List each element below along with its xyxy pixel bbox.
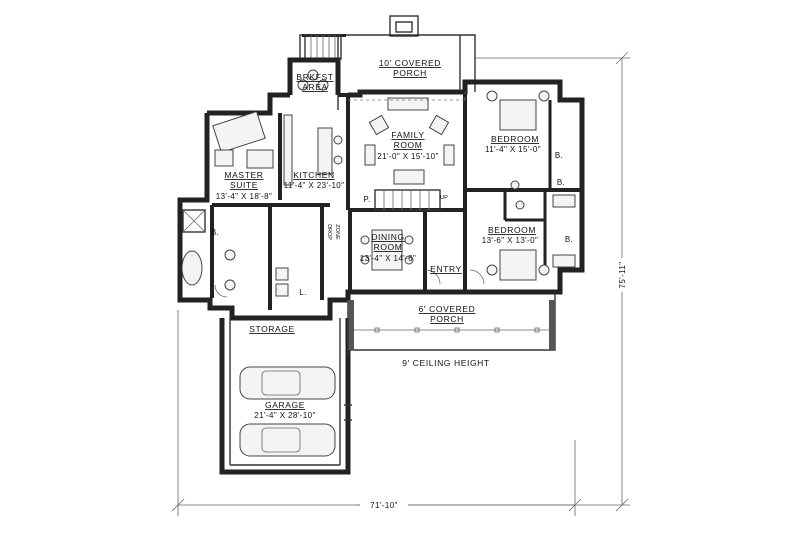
breakfast-label-1: BRKFST — [296, 72, 333, 82]
laundry-label: L. — [299, 288, 306, 297]
drop-zone-label-1: DROP — [326, 224, 332, 240]
depth-dimension: 75'-11" — [618, 261, 627, 288]
front-porch-label-1: 6' COVERED — [419, 304, 476, 314]
bedroom-2-label: BEDROOM — [488, 225, 536, 235]
dining-room-label-1: DINING — [371, 232, 404, 242]
bedroom-2-size: 13'-6" X 13'-0" — [482, 236, 539, 245]
rear-porch-label-1: 10' COVERED — [379, 58, 441, 68]
bath-2-label: B. — [557, 178, 565, 187]
width-dimension: 71'-10" — [370, 501, 398, 510]
bath-1-label: B. — [555, 151, 563, 160]
family-room-label-1: FAMILY — [391, 130, 424, 140]
master-suite-label-2: SUITE — [230, 180, 258, 190]
bath-3-label: B. — [565, 235, 573, 244]
rear-porch-label-2: PORCH — [393, 68, 427, 78]
garage-label: GARAGE — [265, 400, 305, 410]
garage-size: 21'-4" X 28'-10" — [254, 411, 315, 420]
fixtures — [181, 69, 576, 457]
front-porch-label-2: PORCH — [430, 314, 464, 324]
master-suite-label-1: MASTER — [224, 170, 263, 180]
stair-up-label: UP — [440, 195, 448, 201]
small-labels: B. B. B. B. P. L. DROP ZONE UP — [211, 151, 573, 297]
family-room-label-2: ROOM — [394, 140, 423, 150]
bedroom-1-size: 11'-4" X 15'-0" — [485, 145, 541, 154]
kitchen-label: KITCHEN — [293, 170, 335, 180]
garage-cars — [239, 366, 336, 457]
rear-steps — [304, 34, 342, 60]
stairs — [374, 189, 441, 211]
breakfast-label-2: AREA — [302, 82, 328, 92]
dining-room-label-2: ROOM — [374, 242, 403, 252]
dining-room-size: 13'-4" X 14'-6" — [360, 254, 417, 263]
bedroom-1-label: BEDROOM — [491, 134, 539, 144]
kitchen-size: 11'-4" X 23'-10" — [284, 181, 345, 190]
master-bath-label: B. — [211, 228, 219, 237]
drop-zone-label-2: ZONE — [334, 224, 340, 240]
room-labels: 10' COVERED PORCH BRKFST AREA FAMILY ROO… — [216, 58, 541, 420]
ceiling-height-note: 9' CEILING HEIGHT — [402, 358, 489, 368]
overall-dimensions: 71'-10" 75'-11" — [360, 258, 628, 510]
master-suite-size: 13'-4" X 18'-8" — [216, 192, 273, 201]
entry-label: ENTRY — [430, 264, 462, 274]
pantry-label: P. — [363, 195, 370, 204]
storage-label: STORAGE — [249, 324, 295, 334]
family-room-size: 21'-0" X 15'-10" — [377, 152, 438, 161]
